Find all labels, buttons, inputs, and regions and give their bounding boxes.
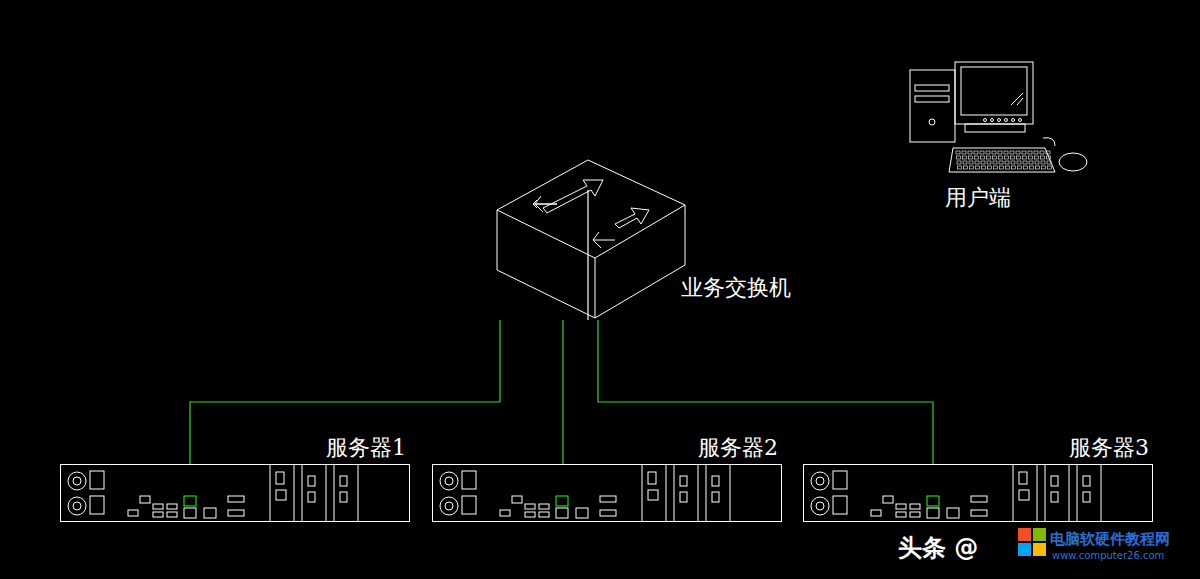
server-illustration [803, 464, 1153, 522]
windows-logo [1018, 528, 1046, 556]
server-chassis: 服务器2 [432, 464, 782, 522]
pc-illustration [905, 60, 1090, 182]
node-label: 服务器1 [326, 436, 406, 460]
switch-illustration [495, 158, 687, 320]
business-switch: 业务交换机 [495, 158, 687, 320]
server-chassis: 服务器1 [60, 464, 410, 522]
watermark-text: www.computer26.com [1052, 550, 1164, 561]
server-illustration [60, 464, 410, 522]
network-cable [190, 320, 500, 464]
network-cable [598, 320, 933, 464]
user-pc: 用户端 [905, 60, 1090, 182]
server-chassis: 服务器3 [803, 464, 1153, 522]
server-illustration [432, 464, 782, 522]
node-label: 业务交换机 [681, 276, 791, 300]
node-label: 服务器3 [1069, 436, 1149, 460]
node-label: 用户端 [945, 186, 1011, 210]
watermark-text: 电脑软硬件教程网 [1050, 530, 1170, 549]
network-cable [562, 320, 563, 464]
watermark-text: 头条 @ [898, 532, 978, 564]
node-label: 服务器2 [698, 436, 778, 460]
